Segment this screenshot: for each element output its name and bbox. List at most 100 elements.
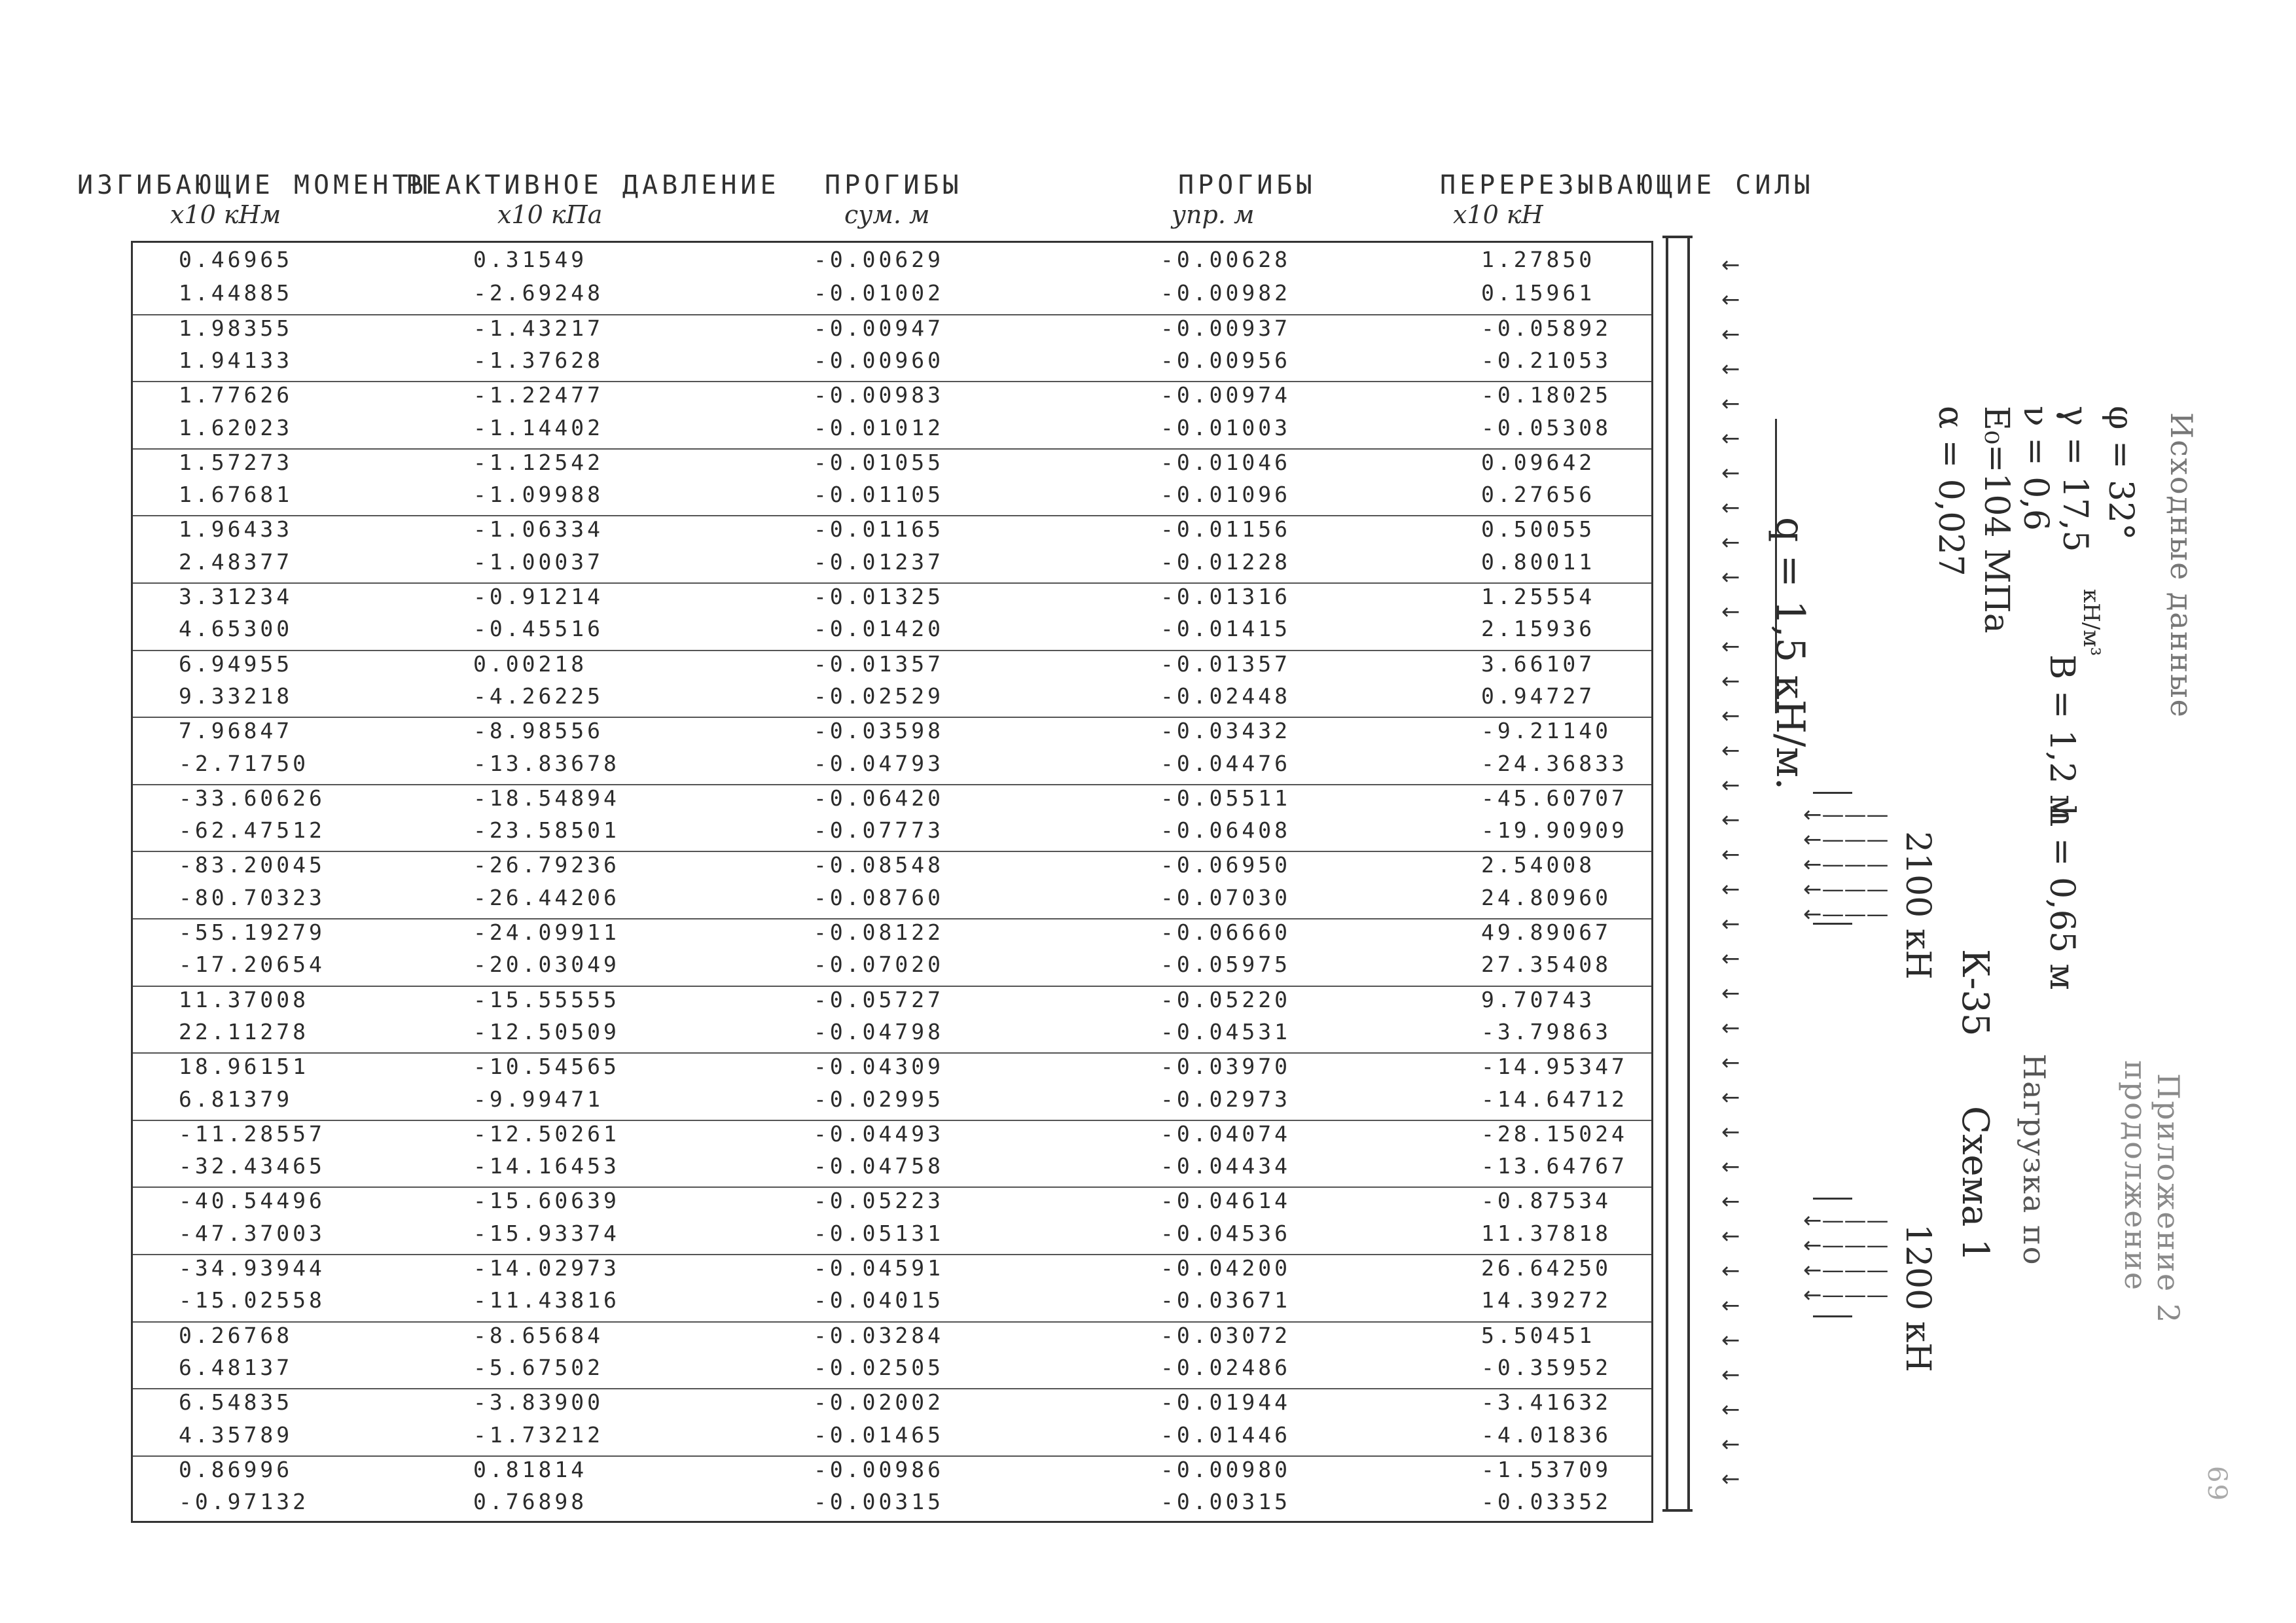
load-p2: 1200 кН <box>1898 1224 1937 1372</box>
table-cell: -0.01316 <box>1160 584 1291 609</box>
table-cell: 4.35789 <box>179 1422 293 1448</box>
table-cell: -15.93374 <box>473 1221 620 1246</box>
table-cell: -0.00315 <box>1160 1489 1291 1514</box>
table-cell: -0.03598 <box>814 718 944 743</box>
beam-frame-top <box>1662 236 1693 238</box>
table-cell: -24.36833 <box>1481 751 1628 776</box>
reaction-arrow-icon: ← <box>1721 1258 1740 1284</box>
reaction-arrow-icon: ← <box>1721 842 1740 868</box>
table-cell: -0.01156 <box>1160 516 1291 542</box>
source-data-title: Исходные данные <box>2164 412 2199 719</box>
reaction-arrow-icon: ← <box>1721 876 1740 902</box>
table-cell: -0.01165 <box>814 516 944 542</box>
table-cell: -12.50261 <box>473 1121 620 1147</box>
table-cell: -17.20654 <box>179 952 325 977</box>
table-row: 6.81379-9.99471-0.02995-0.02973-14.64712 <box>133 1086 1651 1113</box>
table-cell: -0.04200 <box>1160 1255 1291 1281</box>
table-cell: -18.54894 <box>473 785 620 811</box>
table-cell: -13.64767 <box>1481 1153 1628 1179</box>
table-cell: 0.26768 <box>179 1323 293 1348</box>
table-cell: -0.01357 <box>1160 651 1291 677</box>
table-cell: -0.00960 <box>814 348 944 373</box>
reaction-arrow-icon: ← <box>1721 287 1740 313</box>
table-cell: -0.01415 <box>1160 616 1291 641</box>
table-cell: -0.04074 <box>1160 1121 1291 1147</box>
table-cell: -0.04493 <box>814 1121 944 1147</box>
header-col0-unit: x10 кНм <box>170 200 281 229</box>
table-cell: 0.27656 <box>1481 482 1596 507</box>
param-phi: φ = 32° <box>2101 406 2140 541</box>
table-cell: -0.04309 <box>814 1054 944 1079</box>
reaction-arrow-icon: ← <box>1721 1362 1740 1388</box>
table-cell: 1.62023 <box>179 415 293 440</box>
table-cell: -0.04793 <box>814 751 944 776</box>
table-cell: 0.86996 <box>179 1457 293 1482</box>
table-cell: 1.25554 <box>1481 584 1596 609</box>
load-scheme: Схема 1 <box>1954 1106 1996 1262</box>
table-cell: -1.09988 <box>473 482 603 507</box>
table-cell: -15.02558 <box>179 1287 325 1313</box>
reaction-arrow-icon: ← <box>1721 772 1740 798</box>
table-cell: -24.09911 <box>473 919 620 945</box>
table-cell: -1.43217 <box>473 315 603 341</box>
table-cell: 49.89067 <box>1481 919 1611 945</box>
table-cell: -1.00037 <box>473 549 603 575</box>
reaction-arrow-icon: ← <box>1721 668 1740 694</box>
table-cell: -3.41632 <box>1481 1389 1611 1415</box>
table-cell: -1.06334 <box>473 516 603 542</box>
reaction-arrow-icon: ← <box>1721 391 1740 417</box>
table-cell: -11.43816 <box>473 1287 620 1313</box>
reaction-arrow-icon: ← <box>1721 1293 1740 1319</box>
table-cell: -19.90909 <box>1481 817 1628 843</box>
table-cell: -9.21140 <box>1481 718 1611 743</box>
table-cell: -0.04591 <box>814 1255 944 1281</box>
table-row: 1.62023-1.14402-0.01012-0.01003-0.05308 <box>133 415 1651 441</box>
table-cell: 6.54835 <box>179 1389 293 1415</box>
table-cell: -28.15024 <box>1481 1121 1628 1147</box>
table-cell: -0.00956 <box>1160 348 1291 373</box>
table-cell: -32.43465 <box>179 1153 325 1179</box>
table-cell: -0.07773 <box>814 817 944 843</box>
table-cell: -0.91214 <box>473 584 603 609</box>
wheel-load-arrow-icon: ←——— <box>1803 1232 1889 1258</box>
beam-frame-left <box>1666 236 1668 1512</box>
table-cell: 0.31549 <box>473 247 588 272</box>
table-cell: 3.31234 <box>179 584 293 609</box>
reaction-arrow-icon: ← <box>1721 1327 1740 1353</box>
table-cell: 0.00218 <box>473 651 588 677</box>
table-row: 1.77626-1.22477-0.00983-0.00974-0.18025 <box>133 381 1651 408</box>
table-cell: -15.60639 <box>473 1188 620 1213</box>
table-cell: -0.01357 <box>814 651 944 677</box>
beam-frame-bottom <box>1662 1509 1693 1512</box>
reaction-arrow-icon: ← <box>1721 633 1740 660</box>
table-cell: 11.37008 <box>179 987 309 1012</box>
wheel-load-arrow-icon: ←——— <box>1803 1207 1889 1234</box>
param-nu: ν = 0,6 <box>2016 406 2055 531</box>
reaction-arrow-icon: ← <box>1721 321 1740 348</box>
table-cell: -0.01325 <box>814 584 944 609</box>
table-cell: -0.06408 <box>1160 817 1291 843</box>
table-cell: -0.02995 <box>814 1086 944 1112</box>
annex-label: Приложение 2 <box>2151 1073 2186 1325</box>
header-col4-unit: x10 кН <box>1453 200 1543 229</box>
table-cell: 1.27850 <box>1481 247 1596 272</box>
wheel-load-arrow-icon: ←——— <box>1803 1282 1889 1308</box>
table-cell: 0.80011 <box>1481 549 1596 575</box>
table-cell: -14.95347 <box>1481 1054 1628 1079</box>
table-cell: -0.08760 <box>814 885 944 910</box>
table-cell: 9.70743 <box>1481 987 1596 1012</box>
table-cell: -0.02973 <box>1160 1086 1291 1112</box>
table-cell: 2.15936 <box>1481 616 1596 641</box>
table-cell: -0.03671 <box>1160 1287 1291 1313</box>
table-cell: -0.00629 <box>814 247 944 272</box>
table-cell: -0.01944 <box>1160 1389 1291 1415</box>
table-cell: -10.54565 <box>473 1054 620 1079</box>
